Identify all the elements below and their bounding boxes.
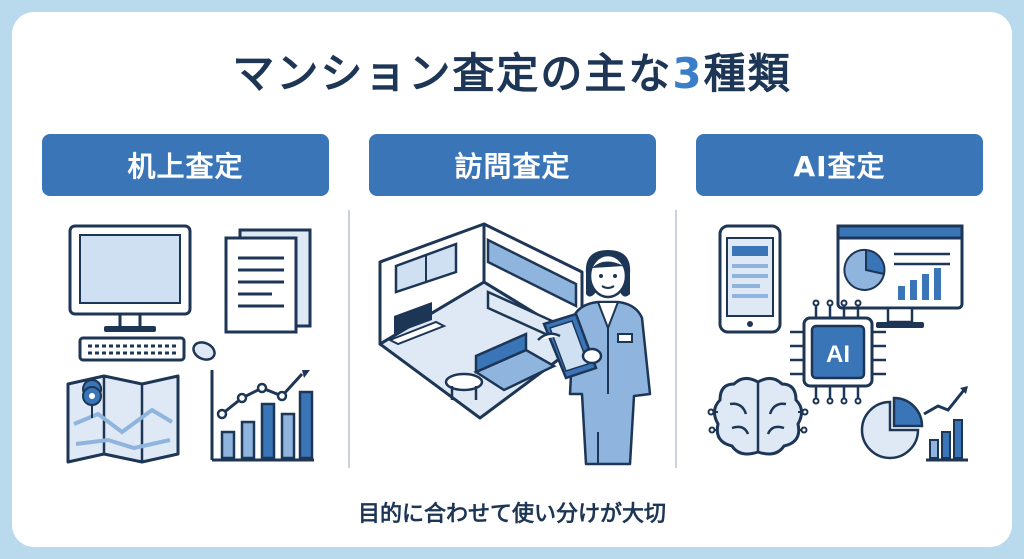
- desktop-computer-icon: [68, 224, 192, 332]
- footer-note: 目的に合わせて使い分けが大切: [357, 502, 666, 527]
- column-divider-right: [675, 210, 677, 468]
- businesswoman-with-clipboard-icon: [537, 250, 652, 466]
- dashboard-monitor-icon: [836, 224, 964, 328]
- pie-growth-chart-icon: [860, 386, 968, 462]
- keyboard-icon: [78, 336, 186, 362]
- documents-icon: [224, 228, 312, 334]
- section-label-ai-appraisal: AI査定: [696, 134, 983, 196]
- section-label-visit-appraisal: 訪問査定: [369, 134, 656, 196]
- smartphone-icon: [718, 224, 782, 334]
- brain-circuit-icon: [707, 377, 809, 456]
- ai-chip-label: AI: [826, 341, 850, 368]
- title-number: 3: [672, 49, 704, 98]
- mouse-icon: [192, 341, 216, 361]
- ai-chip-icon: AI: [790, 299, 886, 405]
- title-suffix: 種類: [703, 49, 792, 98]
- growth-chart-icon: [210, 370, 314, 462]
- column-divider-left: [348, 210, 350, 468]
- section-label-desk-appraisal: 机上査定: [42, 134, 329, 196]
- title-prefix: マンション査定の主な: [232, 49, 673, 98]
- page-title: マンション査定の主な3種類: [0, 40, 1024, 101]
- map-icon: [66, 374, 180, 464]
